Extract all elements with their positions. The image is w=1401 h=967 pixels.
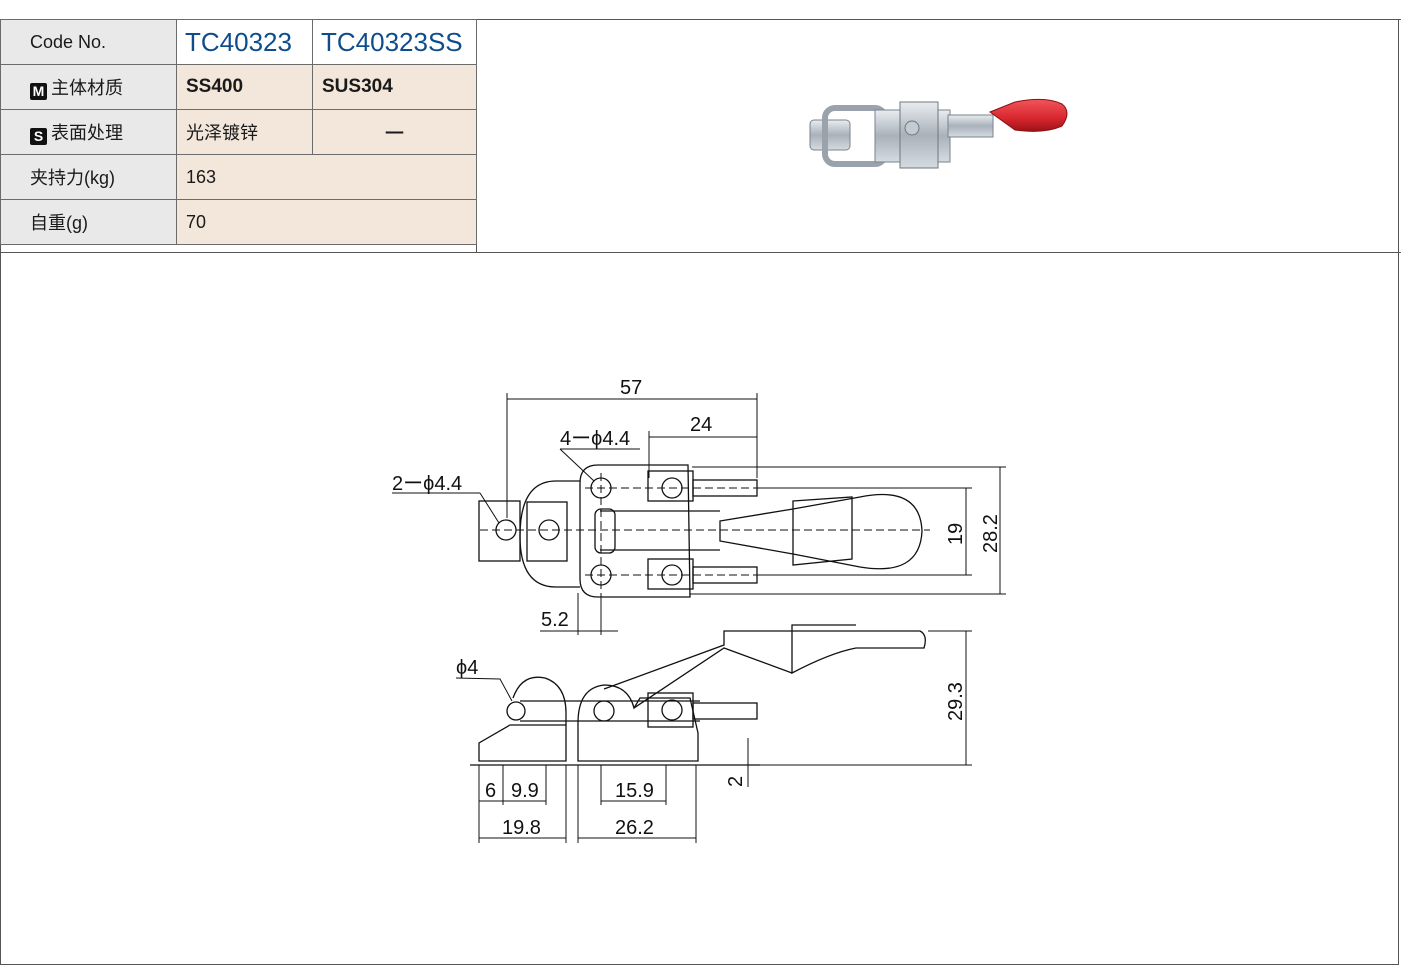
technical-drawing: 57 24 4ーϕ4.4 2ーϕ4.4 19 28.2 5.2 ϕ4 29.3 … (392, 377, 1006, 843)
force-value: 163 (176, 154, 477, 200)
weight-value: 70 (176, 199, 477, 245)
code-label: Code No. (0, 19, 177, 65)
side-view (470, 624, 926, 766)
material-value-2: SUS304 (312, 64, 477, 110)
force-label: 夹持力(kg) (0, 154, 177, 200)
spec-row-weight: 自重(g) 70 (0, 199, 477, 245)
dim-9-9: 9.9 (511, 780, 539, 802)
code-value-1: TC40323 (176, 19, 313, 65)
surface-badge-icon: S (30, 128, 47, 145)
dim-28-2: 28.2 (980, 514, 1002, 553)
top-view (478, 464, 923, 598)
spec-row-force: 夹持力(kg) 163 (0, 154, 477, 200)
dim-19-8: 19.8 (502, 817, 541, 839)
surface-label: 表面处理 (51, 123, 123, 143)
dim-holes-4: 4ーϕ4.4 (560, 428, 630, 450)
dim-57: 57 (620, 377, 642, 399)
surface-value-1: 光泽镀锌 (176, 109, 313, 155)
dim-19: 19 (945, 523, 967, 545)
material-badge-icon: M (30, 83, 47, 100)
dim-15-9: 15.9 (615, 780, 654, 802)
material-value-1: SS400 (176, 64, 313, 110)
product-photo (809, 98, 1068, 169)
side-dimension-lines (455, 630, 972, 843)
section-divider (0, 252, 1401, 253)
table-photo-divider (476, 19, 477, 253)
surface-value-2: ー (312, 109, 477, 155)
dim-phi4: ϕ4 (456, 657, 478, 679)
code-value-2: TC40323SS (312, 19, 477, 65)
dim-29-3: 29.3 (945, 682, 967, 721)
dim-26-2: 26.2 (615, 817, 654, 839)
weight-label: 自重(g) (0, 199, 177, 245)
spec-row-code: Code No. TC40323 TC40323SS (0, 19, 477, 65)
dim-5-2: 5.2 (541, 609, 569, 631)
dim-6: 6 (485, 780, 496, 802)
dim-2: 2 (725, 776, 747, 787)
dim-24: 24 (690, 414, 712, 436)
dim-holes-2: 2ーϕ4.4 (392, 473, 462, 495)
dimension-lines (392, 393, 1006, 635)
centerlines (480, 473, 930, 603)
material-label: 主体材质 (51, 78, 123, 98)
page-frame (0, 19, 1399, 965)
